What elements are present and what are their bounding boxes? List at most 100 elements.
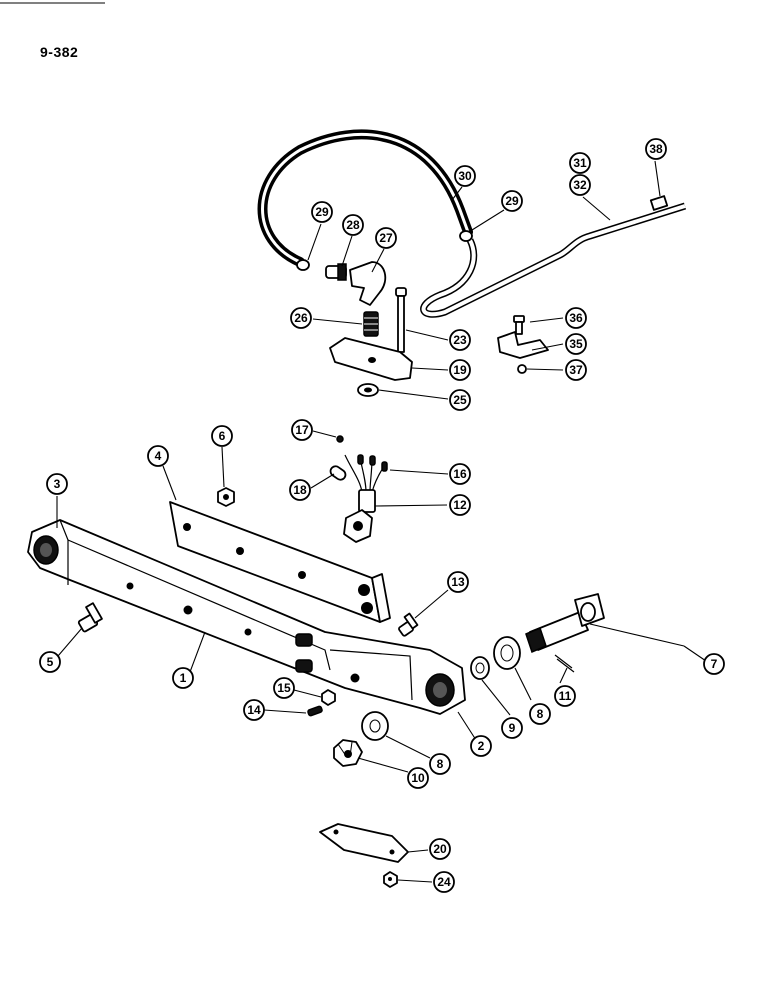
callout-label: 38 <box>649 142 663 156</box>
plate-hole <box>368 357 376 363</box>
hydraulic-hose <box>257 129 473 267</box>
callout-label: 3 <box>54 477 61 491</box>
callout-label: 28 <box>346 218 360 232</box>
terminals-16 <box>357 454 388 472</box>
callout-c36: 36 <box>565 307 587 329</box>
washer-8-lower <box>361 711 389 741</box>
callout-c20: 20 <box>429 838 451 860</box>
callout-label: 11 <box>559 689 572 703</box>
callout-label: 8 <box>437 757 444 771</box>
callout-label: 36 <box>569 311 583 325</box>
callout-c23: 23 <box>449 329 471 351</box>
callout-c7: 7 <box>703 653 725 675</box>
callout-c30: 30 <box>454 165 476 187</box>
callout-c29a: 29 <box>311 201 333 223</box>
callout-label: 37 <box>569 363 583 377</box>
callout-label: 30 <box>458 169 472 183</box>
callout-label: 16 <box>453 467 467 481</box>
fitting-28 <box>325 263 347 281</box>
clip-bracket <box>497 331 549 359</box>
nut-37 <box>517 364 527 374</box>
hose-clamp-right <box>459 230 473 242</box>
lower-link-arm <box>27 519 466 715</box>
callout-label: 17 <box>295 423 309 437</box>
callout-c5: 5 <box>39 651 61 673</box>
callout-c32: 32 <box>569 174 591 196</box>
sleeve-18 <box>329 465 347 481</box>
callout-label: 4 <box>155 449 162 463</box>
callout-label: 31 <box>573 156 587 170</box>
callout-c2: 2 <box>470 735 492 757</box>
hose-clamp-left <box>296 259 310 271</box>
callout-label: 23 <box>453 333 467 347</box>
callout-c8b: 8 <box>429 753 451 775</box>
set-screw-14 <box>307 705 323 717</box>
terminal-17 <box>336 435 344 443</box>
bolt-36 <box>513 315 525 335</box>
callout-c19: 19 <box>449 359 471 381</box>
callout-c25: 25 <box>449 389 471 411</box>
callout-label: 29 <box>505 194 519 208</box>
callout-c12: 12 <box>449 494 471 516</box>
callout-label: 20 <box>433 842 447 856</box>
tube-sleeve <box>649 195 669 211</box>
cotter-pin <box>554 654 575 673</box>
leader-lines <box>56 160 707 883</box>
callout-c35: 35 <box>565 333 587 355</box>
bolt-13 <box>398 612 419 637</box>
electrical-connector <box>343 454 386 543</box>
callout-label: 10 <box>411 771 425 785</box>
callout-c11: 11 <box>554 685 576 707</box>
castle-nut <box>333 739 363 767</box>
spring <box>363 311 379 337</box>
callout-label: 13 <box>451 575 465 589</box>
callout-c28: 28 <box>342 214 364 236</box>
callout-label: 15 <box>277 681 291 695</box>
callout-label: 12 <box>453 498 467 512</box>
callout-label: 7 <box>711 657 718 671</box>
callout-label: 8 <box>537 707 544 721</box>
callout-c31: 31 <box>569 152 591 174</box>
callout-c3: 3 <box>46 473 68 495</box>
washer-9 <box>470 656 490 680</box>
callout-label: 1 <box>180 671 187 685</box>
washer-8-upper <box>493 636 521 670</box>
callout-c8a: 8 <box>529 703 551 725</box>
callout-c24: 24 <box>433 871 455 893</box>
pivot-pin <box>525 593 605 654</box>
callout-label: 27 <box>379 231 393 245</box>
nut-6 <box>217 487 235 507</box>
callout-label: 9 <box>509 721 516 735</box>
callout-c9: 9 <box>501 717 523 739</box>
callout-c37: 37 <box>565 359 587 381</box>
callout-c29b: 29 <box>501 190 523 212</box>
nut-15 <box>321 689 336 706</box>
callout-label: 24 <box>437 875 451 889</box>
callout-label: 35 <box>569 337 583 351</box>
callout-c15: 15 <box>273 677 295 699</box>
long-bolt <box>395 287 407 353</box>
page-number: 9-382 <box>40 44 79 60</box>
callout-label: 6 <box>219 429 226 443</box>
callout-c1: 1 <box>172 667 194 689</box>
callout-label: 18 <box>293 483 307 497</box>
callout-c17: 17 <box>291 419 313 441</box>
elbow-fitting <box>349 261 387 306</box>
callout-c6: 6 <box>211 425 233 447</box>
callout-label: 32 <box>573 178 587 192</box>
callout-label: 25 <box>453 393 467 407</box>
callout-c26: 26 <box>290 307 312 329</box>
hydraulic-tube <box>420 202 687 318</box>
callout-c38: 38 <box>645 138 667 160</box>
callout-c4: 4 <box>147 445 169 467</box>
callout-label: 19 <box>453 363 467 377</box>
callout-label: 14 <box>247 703 261 717</box>
nut-24 <box>383 871 398 888</box>
callout-c13: 13 <box>447 571 469 593</box>
callout-label: 29 <box>315 205 329 219</box>
callout-c16: 16 <box>449 463 471 485</box>
mounting-plate-20 <box>319 823 409 863</box>
callout-label: 2 <box>478 739 485 753</box>
callout-label: 26 <box>294 311 308 325</box>
